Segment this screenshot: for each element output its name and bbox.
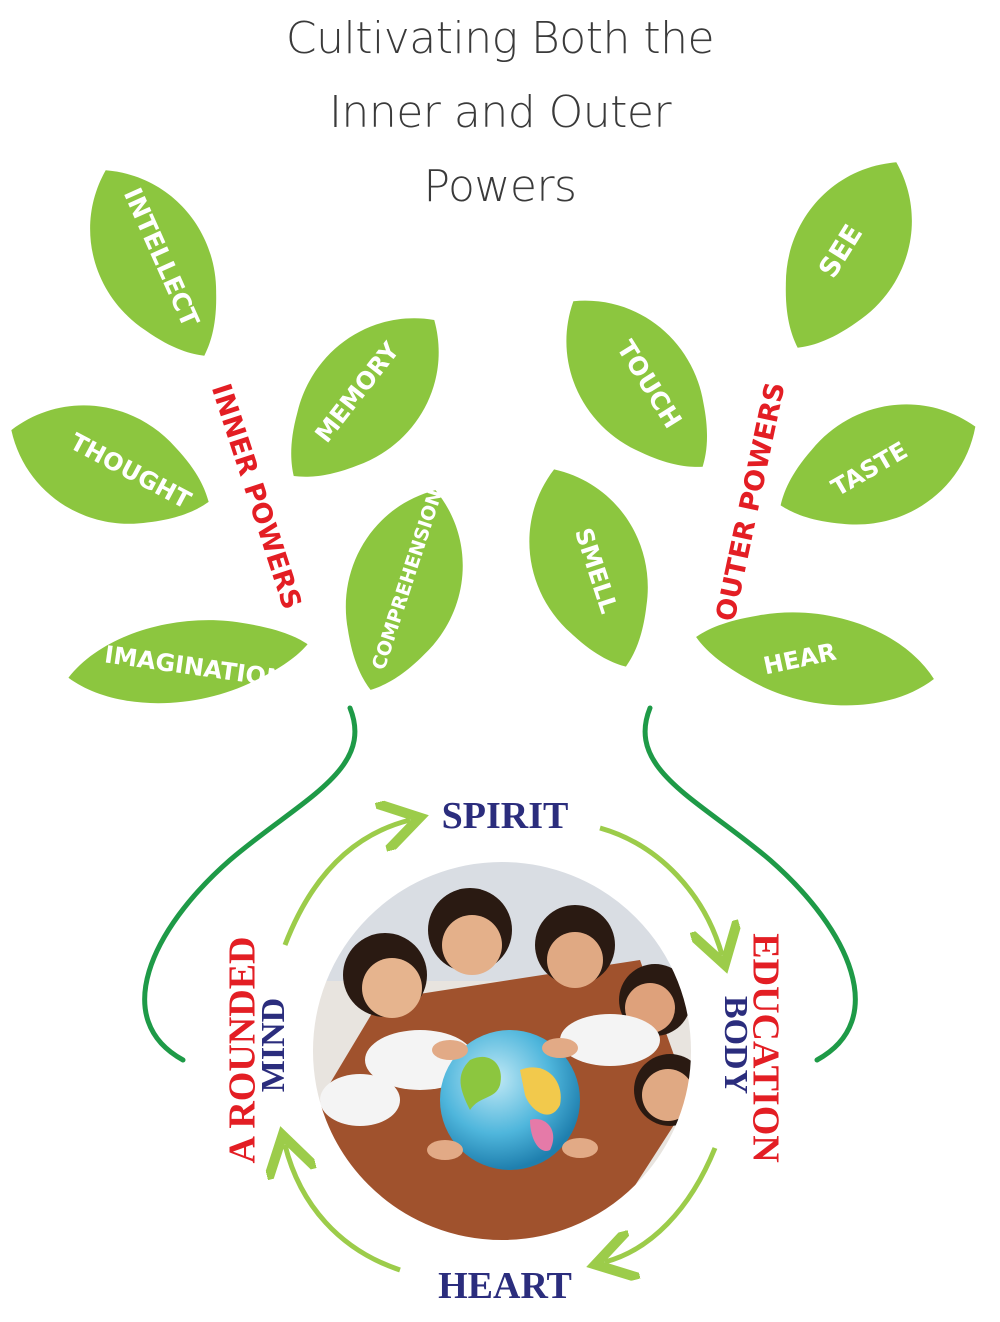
cycle-label-a-rounded: A ROUNDED bbox=[222, 937, 264, 1164]
inner-powers-label: INNER POWERS bbox=[205, 380, 307, 613]
arrow-spirit-to-body bbox=[599, 825, 722, 955]
right-stem bbox=[642, 705, 858, 1063]
children-globe-photo bbox=[312, 861, 692, 1241]
arrow-heart-to-mind bbox=[285, 1145, 401, 1273]
arrow-mind-to-spirit bbox=[282, 820, 410, 946]
title-line: Powers bbox=[423, 161, 577, 212]
outer-powers-label: OUTER POWERS bbox=[711, 380, 792, 624]
arrow-body-to-heart bbox=[605, 1147, 718, 1262]
page-title: Cultivating Both the Inner and Outer Pow… bbox=[200, 2, 800, 224]
title-line: Inner and Outer bbox=[328, 87, 672, 138]
cycle-label-mind: MIND bbox=[255, 998, 292, 1092]
title-line: Cultivating Both the bbox=[285, 13, 715, 64]
photo-border bbox=[311, 860, 693, 1242]
left-stem bbox=[142, 705, 358, 1063]
cycle-label-education: EDUCATION bbox=[744, 933, 786, 1162]
cycle-label-body: BODY bbox=[717, 996, 754, 1094]
cycle-label-spirit: SPIRIT bbox=[442, 795, 569, 837]
cycle-label-heart: HEART bbox=[438, 1265, 572, 1307]
